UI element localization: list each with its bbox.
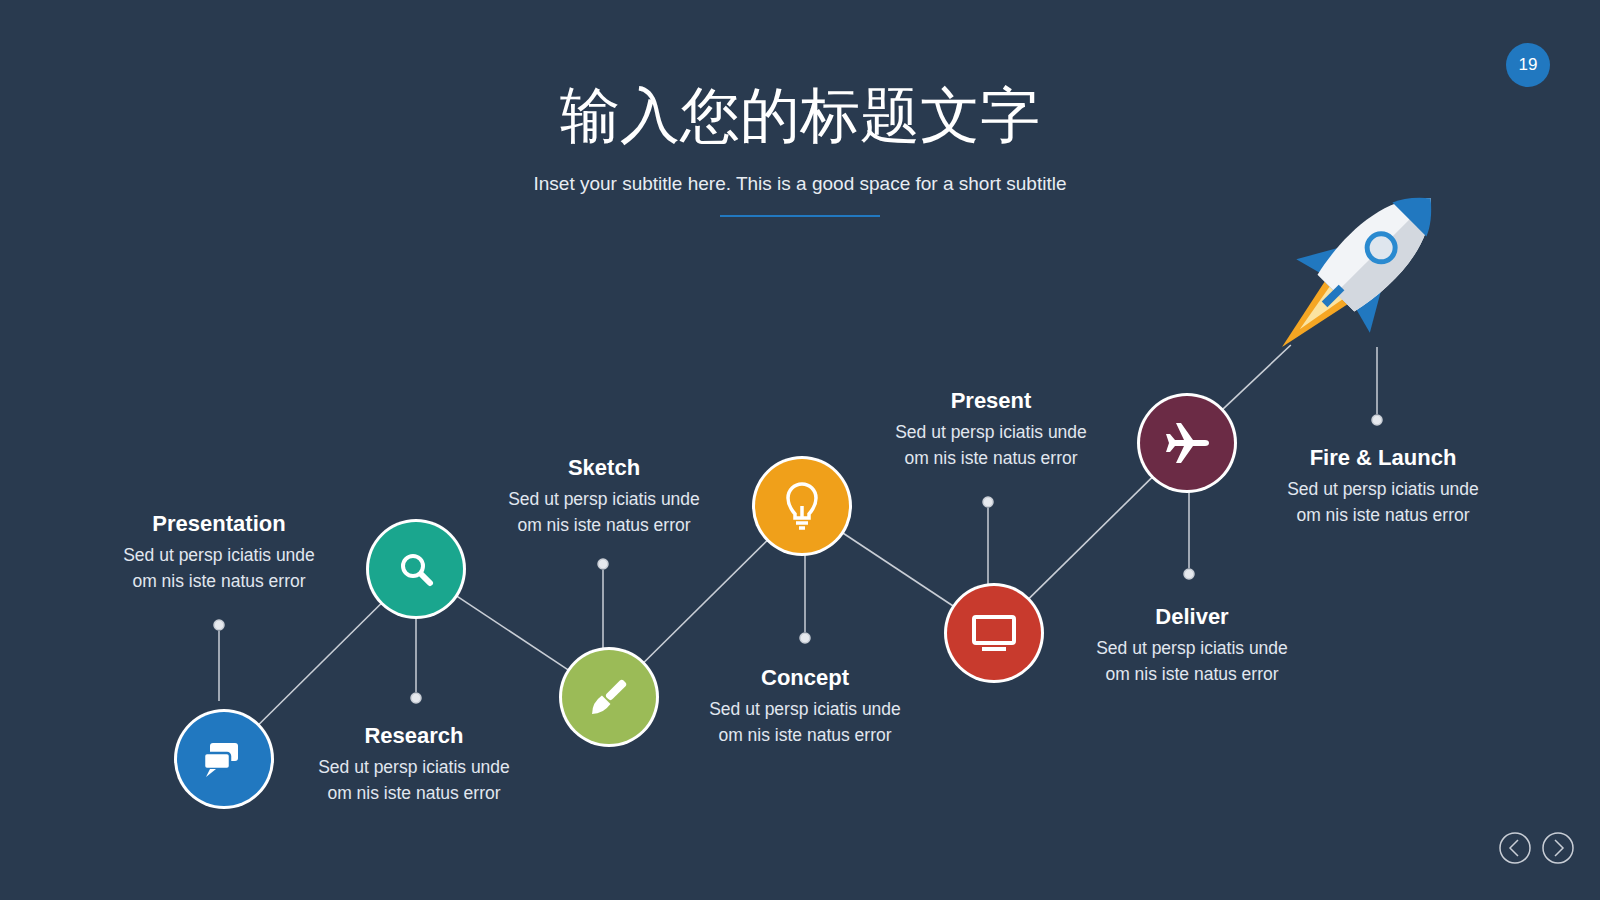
path-connector	[259, 603, 381, 724]
step-description: Sed ut persp iciatis unde om nis iste na…	[1084, 635, 1300, 687]
step-circle: PresentationSed ut persp iciatis unde om…	[177, 712, 271, 806]
step-heading: Research	[294, 721, 534, 750]
step-heading: Concept	[685, 663, 925, 692]
title-underline	[720, 215, 880, 217]
step-text: Fire & LaunchSed ut persp iciatis unde o…	[1263, 443, 1503, 528]
step-text: SketchSed ut persp iciatis unde om nis i…	[484, 453, 724, 538]
step-description: Sed ut persp iciatis unde om nis iste na…	[111, 542, 327, 594]
step-heading: Present	[871, 386, 1111, 415]
path-connector	[1029, 477, 1152, 598]
step-circle: PresentSed ut persp iciatis unde om nis …	[947, 586, 1041, 680]
step-heading: Deliver	[1072, 602, 1312, 631]
bulb-icon	[788, 484, 816, 528]
monitor-icon	[974, 617, 1014, 651]
subtitle: Inset your subtitle here. This is a good…	[0, 171, 1600, 197]
chat-icon	[204, 743, 238, 777]
step-text: ConceptSed ut persp iciatis unde om nis …	[685, 663, 925, 748]
step-heading: Presentation	[99, 509, 339, 538]
step-description: Sed ut persp iciatis unde om nis iste na…	[883, 419, 1099, 471]
step-text: PresentSed ut persp iciatis unde om nis …	[871, 386, 1111, 471]
step-text: ResearchSed ut persp iciatis unde om nis…	[294, 721, 534, 806]
step-text: DeliverSed ut persp iciatis unde om nis …	[1072, 602, 1312, 687]
path-connector	[843, 533, 953, 606]
step-description: Sed ut persp iciatis unde om nis iste na…	[697, 696, 913, 748]
step-circle: ConceptSed ut persp iciatis unde om nis …	[755, 459, 849, 553]
path-connector	[644, 540, 767, 662]
page-number: 19	[1506, 43, 1550, 87]
step-heading: Sketch	[484, 453, 724, 482]
step-circle: SketchSed ut persp iciatis unde om nis i…	[562, 650, 656, 744]
step-description: Sed ut persp iciatis unde om nis iste na…	[306, 754, 522, 806]
path-connector	[1223, 345, 1291, 409]
step-description: Sed ut persp iciatis unde om nis iste na…	[1275, 476, 1491, 528]
nav-arrows	[1500, 833, 1573, 863]
rocket-area: Fire & LaunchSed ut persp iciatis unde o…	[1290, 205, 1440, 345]
brush-icon	[588, 677, 630, 719]
path-connector	[457, 596, 568, 670]
step-circle: ResearchSed ut persp iciatis unde om nis…	[369, 522, 463, 616]
plane-icon	[1166, 423, 1209, 463]
step-circle: DeliverSed ut persp iciatis unde om nis …	[1140, 396, 1234, 490]
step-heading: Fire & Launch	[1263, 443, 1503, 472]
rocket	[1245, 162, 1467, 384]
leader-lines	[214, 347, 1382, 703]
step-text: PresentationSed ut persp iciatis unde om…	[99, 509, 339, 594]
slide-title: 输入您的标题文字	[0, 76, 1600, 156]
step-description: Sed ut persp iciatis unde om nis iste na…	[496, 486, 712, 538]
search-icon	[403, 556, 430, 583]
